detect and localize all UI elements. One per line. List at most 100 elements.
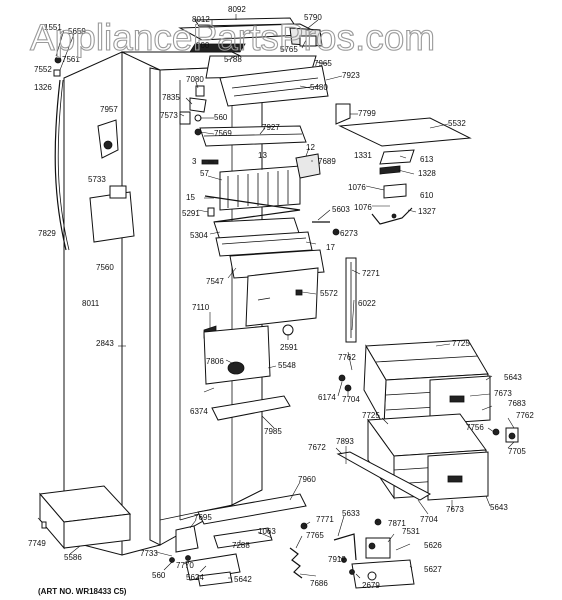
label-1063: 1063 bbox=[258, 527, 276, 536]
label-5633: 5633 bbox=[342, 509, 360, 518]
bracket-5633 bbox=[333, 533, 357, 561]
drawer-front-lower-7673 bbox=[427, 451, 489, 501]
label-8092: 8092 bbox=[228, 5, 246, 14]
label-7806: 7806 bbox=[206, 357, 224, 366]
label-2679: 2679 bbox=[362, 581, 380, 590]
label-8011: 8011 bbox=[82, 299, 100, 308]
label-5291: 5291 bbox=[182, 209, 200, 218]
label-1326: 1326 bbox=[34, 83, 52, 92]
label-1331: 1331 bbox=[354, 151, 372, 160]
label-5659: 5659 bbox=[68, 27, 86, 36]
small-fasteners-top bbox=[179, 111, 202, 136]
label-800: 800 bbox=[196, 41, 210, 50]
label-7673a: 7673 bbox=[494, 389, 512, 398]
label-7547: 7547 bbox=[206, 277, 224, 286]
small-bottom-fasteners bbox=[41, 518, 382, 575]
label-57: 57 bbox=[200, 169, 209, 178]
label-2843: 2843 bbox=[96, 339, 114, 348]
label-560b: 560 bbox=[152, 571, 166, 580]
art-number: (ART NO. WR18433 C5) bbox=[38, 587, 127, 596]
label-7756: 7756 bbox=[466, 423, 484, 432]
label-7733: 7733 bbox=[140, 549, 158, 558]
grille-5572 bbox=[245, 267, 319, 327]
top-trim-parts bbox=[178, 17, 329, 107]
label-5586: 5586 bbox=[64, 553, 82, 562]
rollers-7756-7705 bbox=[492, 427, 519, 443]
bracket-7835 bbox=[189, 97, 207, 113]
label-6174: 6174 bbox=[318, 393, 336, 402]
label-5627: 5627 bbox=[424, 565, 442, 574]
clips-top-left bbox=[53, 56, 62, 77]
label-7573: 7573 bbox=[160, 111, 178, 120]
label-12: 12 bbox=[306, 143, 315, 152]
hinge-7695 bbox=[175, 525, 199, 553]
label-5788: 5788 bbox=[224, 55, 242, 64]
shelf-5532 bbox=[338, 117, 472, 147]
rollers-left-6174 bbox=[338, 374, 352, 392]
plug-2591 bbox=[282, 324, 294, 336]
label-6374: 6374 bbox=[190, 407, 208, 416]
label-5643a: 5643 bbox=[504, 373, 522, 382]
label-7080: 7080 bbox=[186, 75, 204, 84]
label-5572: 5572 bbox=[320, 289, 338, 298]
label-7771: 7771 bbox=[316, 515, 334, 524]
label-5548: 5548 bbox=[278, 361, 296, 370]
label-5626: 5626 bbox=[424, 541, 442, 550]
evaporator-13 bbox=[219, 165, 301, 211]
label-6022: 6022 bbox=[358, 299, 376, 308]
label-7799: 7799 bbox=[358, 109, 376, 118]
label-7704b: 7704 bbox=[420, 515, 438, 524]
label-7673b: 7673 bbox=[446, 505, 464, 514]
tube-7829 bbox=[54, 79, 70, 251]
label-7829: 7829 bbox=[38, 229, 56, 238]
base-5627 bbox=[351, 559, 415, 589]
label-13: 13 bbox=[258, 151, 267, 160]
part-labels: 1551 5659 8092 8012 5790 800 5765 5788 7… bbox=[28, 5, 534, 590]
label-7110: 7110 bbox=[192, 303, 210, 312]
label-7704a: 7704 bbox=[342, 395, 360, 404]
label-7762b: 7762 bbox=[516, 411, 534, 420]
label-5480: 5480 bbox=[310, 83, 328, 92]
rail-6022 bbox=[345, 257, 357, 343]
thermostat-613 bbox=[379, 149, 415, 165]
label-5790: 5790 bbox=[304, 13, 322, 22]
label-560a: 560 bbox=[214, 113, 228, 122]
label-1328: 1328 bbox=[418, 169, 436, 178]
label-7725a: 7725 bbox=[452, 339, 470, 348]
label-2591: 2591 bbox=[280, 343, 298, 352]
label-7923: 7923 bbox=[342, 71, 360, 80]
label-1327: 1327 bbox=[418, 207, 436, 216]
spring-7765 bbox=[289, 547, 303, 579]
label-7835: 7835 bbox=[162, 93, 180, 102]
label-7893: 7893 bbox=[336, 437, 354, 446]
label-7271: 7271 bbox=[362, 269, 380, 278]
watermark-text: AppliancePartsPros.com bbox=[30, 17, 435, 58]
bottom-trim-7960 bbox=[197, 493, 307, 525]
label-3: 3 bbox=[192, 157, 197, 166]
control-5548 bbox=[203, 325, 271, 385]
label-613: 613 bbox=[420, 155, 434, 164]
block-7689 bbox=[295, 153, 321, 179]
label-1551: 1551 bbox=[44, 23, 62, 32]
label-1076a: 1076 bbox=[348, 183, 366, 192]
motor-7531 bbox=[365, 537, 391, 559]
defrost-heater-15 bbox=[204, 195, 301, 223]
label-5733: 5733 bbox=[88, 175, 106, 184]
dispenser-5586 bbox=[39, 485, 132, 550]
label-7912: 7912 bbox=[328, 555, 346, 564]
label-5603: 5603 bbox=[332, 205, 350, 214]
label-7749: 7749 bbox=[28, 539, 46, 548]
label-5643b: 5643 bbox=[490, 503, 508, 512]
damper-7957 bbox=[97, 119, 119, 159]
label-7683: 7683 bbox=[508, 399, 526, 408]
label-7871: 7871 bbox=[388, 519, 406, 528]
label-8012: 8012 bbox=[192, 15, 210, 24]
label-6273: 6273 bbox=[340, 229, 358, 238]
bracket-7799 bbox=[335, 103, 351, 125]
label-7560: 7560 bbox=[96, 263, 114, 272]
label-5642: 5642 bbox=[234, 575, 252, 584]
leader-lines bbox=[37, 14, 515, 579]
trim-7985 bbox=[211, 395, 291, 421]
evaporator-cover-7927 bbox=[199, 125, 307, 147]
